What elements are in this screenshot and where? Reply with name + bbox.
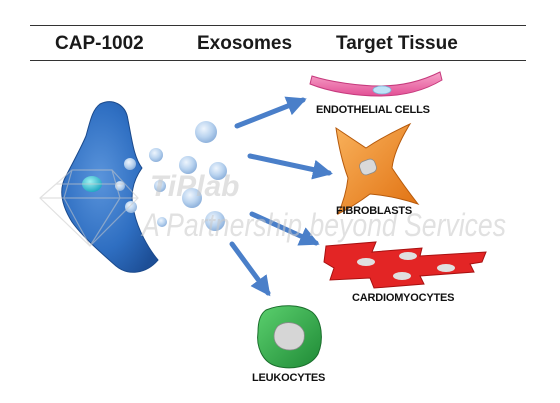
header-target-tissue: Target Tissue — [336, 33, 458, 54]
header-cap-1002: CAP-1002 — [55, 33, 144, 54]
label-fibroblasts: FIBROBLASTS — [336, 205, 413, 217]
exosome — [205, 211, 225, 231]
exosome — [154, 180, 166, 192]
watermark: TiPlab A Partnership beyond Services — [39, 169, 506, 247]
arrow-to-cardiomyocytes — [249, 211, 320, 246]
watermark-tagline: A Partnership beyond Services — [140, 207, 506, 243]
exosome — [125, 201, 137, 213]
watermark-brand: TiPlab — [150, 170, 239, 203]
fibroblast-nucleus — [359, 158, 377, 176]
header-top-rule — [30, 25, 526, 26]
endothelial-nucleus — [372, 85, 392, 95]
cardiomyocyte-nucleus — [357, 258, 375, 266]
watermark-diamond-icon — [39, 169, 139, 247]
leukocyte-nucleus — [273, 322, 305, 351]
exosome — [149, 148, 163, 162]
exosome — [195, 121, 217, 143]
arrow-to-endothelial — [234, 96, 307, 129]
label-leukocytes: LEUKOCYTES — [252, 372, 326, 384]
cardiomyocyte-nucleus — [399, 252, 417, 260]
cardiomyocyte-nucleus — [393, 272, 411, 280]
label-endothelial-cells: ENDOTHELIAL CELLS — [316, 104, 430, 116]
exosome — [182, 188, 202, 208]
leukocyte-cell — [257, 305, 322, 369]
cardiomyocyte-nucleus — [437, 264, 455, 272]
arrow-to-leukocytes — [229, 241, 271, 297]
fibroblast-cell — [335, 122, 420, 216]
header-exosomes: Exosomes — [197, 33, 293, 54]
label-cardiomyocytes: CARDIOMYOCYTES — [352, 292, 455, 304]
exosome — [179, 156, 197, 174]
cap-1002-cell — [61, 101, 159, 273]
exosome — [124, 158, 136, 170]
cardiomyocyte-cells — [323, 241, 487, 289]
header-bottom-rule — [30, 60, 526, 61]
endothelial-cell — [309, 71, 443, 97]
exosome — [157, 217, 167, 227]
arrow-to-fibroblasts — [247, 153, 333, 180]
exosome — [209, 162, 227, 180]
